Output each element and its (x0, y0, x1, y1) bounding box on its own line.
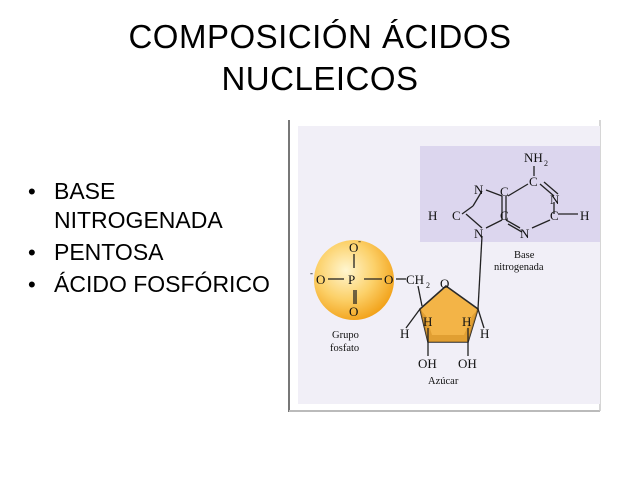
title-line-1: COMPOSICIÓN ÁCIDOS (128, 18, 512, 55)
sugar-caption: Azúcar (428, 376, 459, 387)
title-line-2: NUCLEICOS (221, 60, 419, 97)
phosphate-caption-1: Grupo (332, 330, 359, 341)
sugar-oh2: OH (458, 356, 477, 371)
phos-o-left-charge: - (310, 268, 313, 278)
bullet-pentosa: PENTOSA (28, 238, 278, 267)
sugar-h1: H (400, 326, 409, 341)
base-n1: N (474, 182, 484, 197)
phos-p: P (348, 272, 355, 287)
base-caption-2: nitrogenada (494, 262, 544, 273)
base-n2: N (550, 192, 560, 207)
slide-title: COMPOSICIÓN ÁCIDOS NUCLEICOS (80, 16, 560, 100)
phos-o-right: O (384, 272, 393, 287)
base-nh2: NH (524, 150, 543, 165)
sugar-oh1: OH (418, 356, 437, 371)
bullet-acido: ÁCIDO FOSFÓRICO (28, 270, 278, 299)
base-panel (420, 146, 600, 242)
bonds (328, 166, 578, 356)
sugar-ring-edge (420, 309, 478, 342)
base-c2: C (452, 208, 461, 223)
sugar-h2: H (423, 314, 432, 329)
phosphate-caption-2: fosfato (330, 343, 359, 354)
phos-o-left: O (316, 272, 325, 287)
sugar-ch2: CH (406, 272, 424, 287)
base-h-right: H (580, 208, 589, 223)
phosphate-sphere (314, 240, 394, 320)
nucleotide-figure: O - O - P O O Grupo fosfato CH 2 O H H H… (288, 116, 614, 412)
bullet-base: BASE NITROGENADA (28, 177, 278, 235)
base-n3: N (474, 226, 484, 241)
phos-o-top-charge: - (358, 236, 361, 246)
sugar-o-ring: O (440, 276, 449, 291)
sugar-ch2-sub: 2 (426, 281, 430, 290)
nucleotide-diagram: O - O - P O O Grupo fosfato CH 2 O H H H… (288, 120, 601, 412)
phos-o-bottom: O (349, 304, 358, 319)
atom-labels: O - O - P O O Grupo fosfato CH 2 O H H H… (310, 150, 589, 387)
phos-o-top: O (349, 240, 358, 255)
base-h-left: H (428, 208, 437, 223)
base-nh2-sub: 2 (544, 159, 548, 168)
base-n4: N (520, 226, 530, 241)
base-c4: C (550, 208, 559, 223)
bullet-list: BASE NITROGENADA PENTOSA ÁCIDO FOSFÓRICO (28, 177, 278, 302)
base-caption-1: Base (514, 250, 535, 261)
sugar-h3: H (462, 314, 471, 329)
sugar-h4: H (480, 326, 489, 341)
base-c1: C (500, 184, 509, 199)
base-c3: C (500, 208, 509, 223)
base-c-top: C (529, 174, 538, 189)
